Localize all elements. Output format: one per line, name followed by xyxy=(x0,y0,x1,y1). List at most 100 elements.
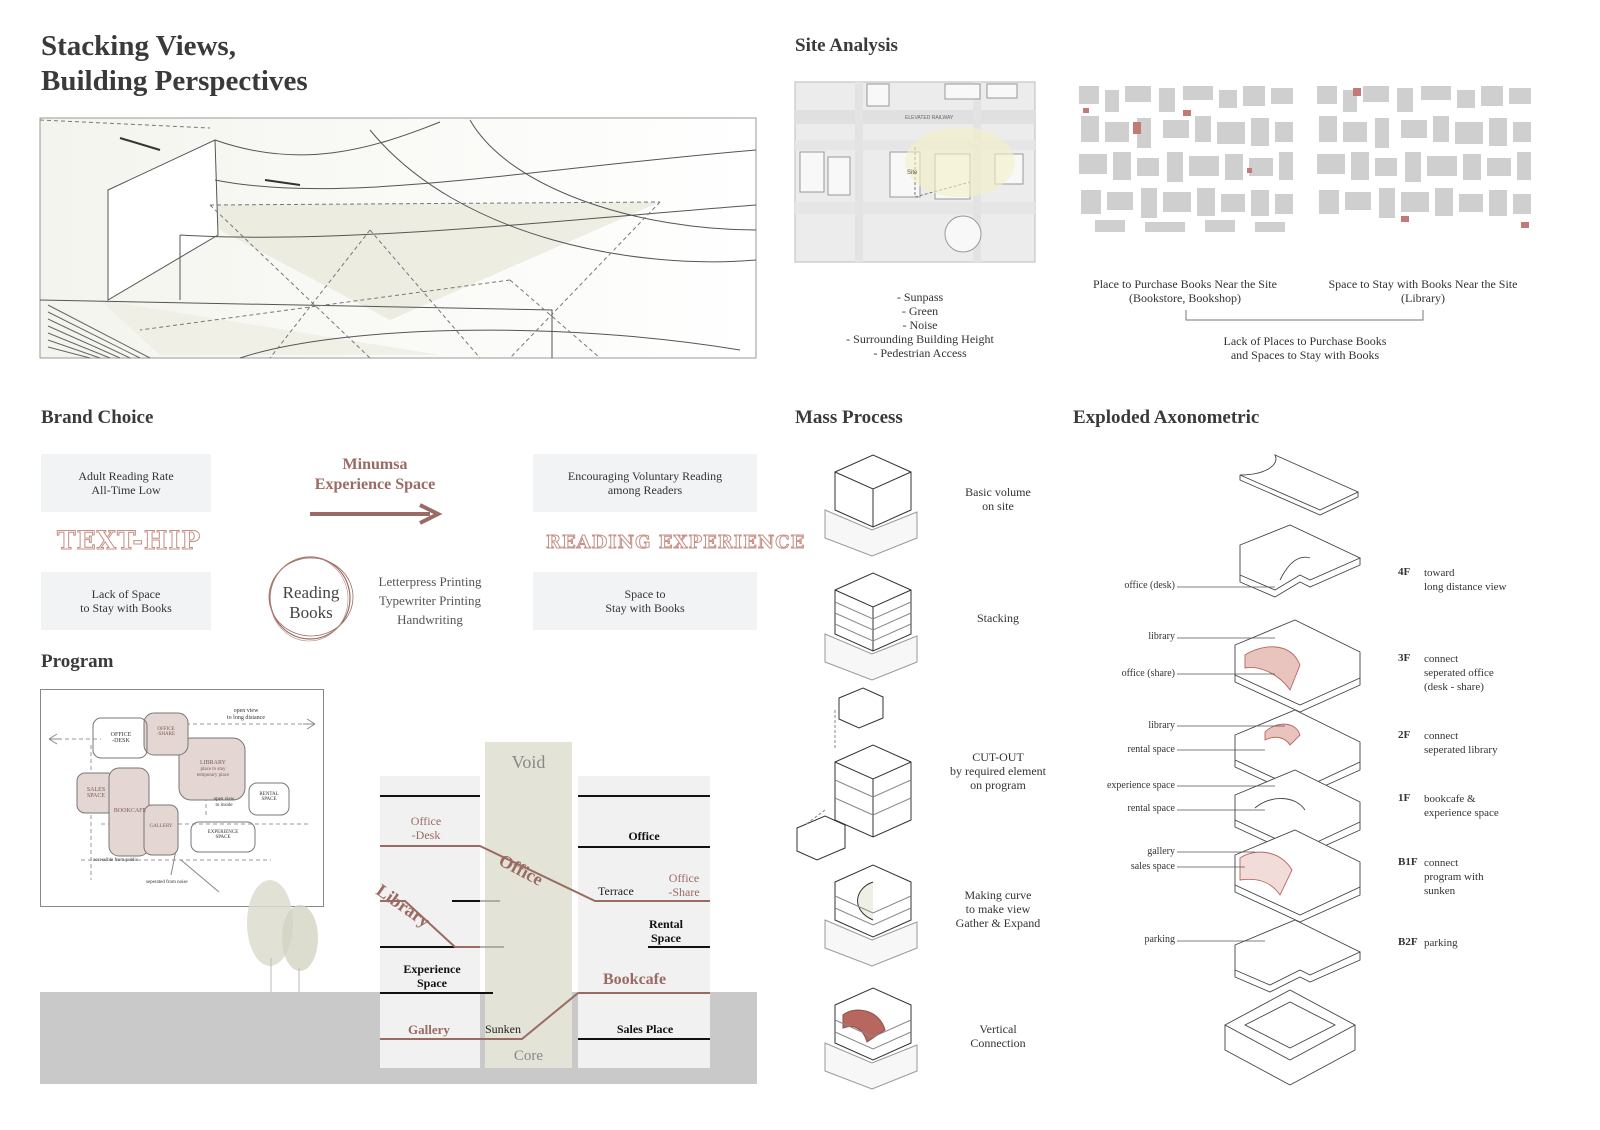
factor-green: - Green xyxy=(901,304,939,318)
factor-pedestrian: - Pedestrian Access xyxy=(873,346,967,360)
printing-handwriting: Handwriting xyxy=(397,612,463,627)
void-label: Void xyxy=(511,752,546,772)
minumsa-line-1: Minumsa xyxy=(342,456,408,473)
floor-4f-desc-2: long distance view xyxy=(1424,581,1507,593)
text-hip-logo: TEXT-HIP xyxy=(56,526,202,556)
floor-3f-desc-1: connect xyxy=(1424,653,1459,665)
floor-1f-desc-1: bookcafe & xyxy=(1424,793,1476,805)
bookcafe-label: Bookcafe xyxy=(603,971,667,988)
floor-4f-desc: toward long distance view xyxy=(1424,566,1554,594)
lack-caption-line-2: and Spaces to Stay with Books xyxy=(1230,348,1380,362)
railway-label: ELEVATED RAILWAY xyxy=(905,115,954,121)
mass-step-1: Basic volume on site xyxy=(938,485,1058,513)
rental-line-1: Rental xyxy=(649,917,683,931)
printing-typewriter: Typewriter Printing xyxy=(379,593,481,608)
label-office-share: office (share) xyxy=(1121,668,1175,679)
open-view-label: open view to long distance xyxy=(227,708,265,722)
printing-letterpress: Letterpress Printing xyxy=(378,574,482,589)
bookcafe-bubble: BOOKCAFE xyxy=(113,808,147,814)
office-desk-bubble: OFFICE -DESK xyxy=(110,732,132,744)
adult-reading-line-2: All-Time Low xyxy=(91,483,161,497)
floor-b2f-desc-1: parking xyxy=(1424,937,1458,949)
label-library-2f: library xyxy=(1148,720,1175,731)
label-gallery: gallery xyxy=(1147,846,1175,857)
office-share-line-1: Office xyxy=(668,871,700,885)
sales-space-bubble: SALES SPACE xyxy=(86,787,106,799)
brand-choice-heading: Brand Choice xyxy=(41,407,154,428)
reading-line: Reading xyxy=(282,583,340,602)
printing-list: Letterpress Printing Typewriter Printing… xyxy=(360,572,500,629)
label-office-desk: office (desk) xyxy=(1124,580,1175,591)
floor-3f-desc-2: seperated office xyxy=(1424,667,1494,679)
floor-1f-desc-2: experience space xyxy=(1424,807,1499,819)
floor-3f-desc-3: (desk - share) xyxy=(1424,681,1484,693)
terrace-label: Terrace xyxy=(598,884,634,898)
purchase-caption-line-2: (Bookstore, Bookshop) xyxy=(1129,291,1241,305)
rental-line-2: Space xyxy=(651,931,681,945)
rental-space-label: Rental Space xyxy=(638,917,694,945)
mass-step-1-line-1: Basic volume xyxy=(965,485,1031,499)
lack-caption: Lack of Places to Purchase Books and Spa… xyxy=(1200,334,1410,362)
mass-step-1-line-2: on site xyxy=(982,499,1014,513)
title-line-1: Stacking Views, xyxy=(41,30,236,62)
perspective-drawing xyxy=(39,117,757,359)
office-share-bubble: OFFICE -SHARE xyxy=(156,727,176,737)
sales-place-label: Sales Place xyxy=(616,1022,674,1036)
mass-process-heading: Mass Process xyxy=(795,407,903,428)
mass-step-5: Vertical Connection xyxy=(938,1022,1058,1050)
exploded-leader-lines xyxy=(1177,586,1285,942)
mass-process-models xyxy=(796,454,918,1090)
core-label: Core xyxy=(513,1048,544,1064)
mass-step-4-line-2: to make view xyxy=(965,902,1031,916)
floor-b1f-desc-2: program with xyxy=(1424,871,1484,883)
floor-2f-desc-2: seperated library xyxy=(1424,744,1498,756)
office-desk-line-1: Office xyxy=(410,814,442,828)
program-heading: Program xyxy=(41,651,114,672)
open-view-inside-label: open view to inside xyxy=(213,797,235,808)
adult-reading-line-1: Adult Reading Rate xyxy=(78,469,174,483)
section-diagram xyxy=(40,742,757,1084)
space-to-stay-line-2: Stay with Books xyxy=(605,601,685,615)
minumsa-line-2: Experience Space xyxy=(314,476,436,493)
sunken-label: Sunken xyxy=(485,1022,521,1036)
reading-books-text: Reading Books xyxy=(265,583,357,623)
site-factors: - Sunpass - Green - Noise - Surrounding … xyxy=(835,290,1005,360)
floor-3f-tag: 3F xyxy=(1398,652,1411,664)
floor-3f-desc: connect seperated office (desk - share) xyxy=(1424,652,1554,694)
gallery-bubble: GALLERY xyxy=(149,824,173,829)
factor-noise: - Noise xyxy=(902,318,938,332)
library-map xyxy=(1313,82,1535,237)
label-sales-space: sales space xyxy=(1130,861,1175,872)
floor-b2f-desc: parking xyxy=(1424,936,1554,950)
floor-b1f-desc-1: connect xyxy=(1424,857,1459,869)
office-label: Office xyxy=(628,829,660,843)
exploded-axonometric xyxy=(1224,454,1362,1086)
label-parking: parking xyxy=(1144,934,1175,945)
mass-step-4: Making curve to make view Gather & Expan… xyxy=(938,888,1058,930)
floor-1f-desc: bookcafe & experience space xyxy=(1424,792,1554,820)
mass-step-3-line-1: CUT-OUT xyxy=(972,750,1024,764)
lack-space-line-1: Lack of Space xyxy=(91,587,161,601)
experience-space-label: Experience Space xyxy=(392,962,472,990)
lack-space-line-2: to Stay with Books xyxy=(80,601,172,615)
program-bubble-diagram: open view to long distance OFFICE -DESK … xyxy=(40,689,324,907)
bookstore-map xyxy=(1075,82,1297,237)
label-rental-2f: rental space xyxy=(1127,744,1175,755)
office-share-line-2: -Share xyxy=(668,885,700,899)
arrow-right-icon xyxy=(310,503,443,525)
experience-space-bubble: EXPERIENCE SPACE xyxy=(207,830,239,840)
tree-illustration xyxy=(247,880,318,992)
purchase-caption-line-1: Place to Purchase Books Near the Site xyxy=(1093,277,1277,291)
exploded-heading: Exploded Axonometric xyxy=(1073,407,1260,428)
seperated-label: seperated from noise xyxy=(146,880,188,885)
title-line-2: Building Perspectives xyxy=(41,65,308,97)
open-view-line-1: open view xyxy=(233,708,259,714)
library-bubble: LIBRARY xyxy=(199,760,226,766)
bracket xyxy=(1185,310,1424,321)
lack-caption-line-1: Lack of Places to Purchase Books xyxy=(1223,334,1387,348)
floor-b1f-tag: B1F xyxy=(1398,856,1418,868)
floor-1f-tag: 1F xyxy=(1398,792,1411,804)
space-to-stay-line-1: Space to xyxy=(624,587,666,601)
